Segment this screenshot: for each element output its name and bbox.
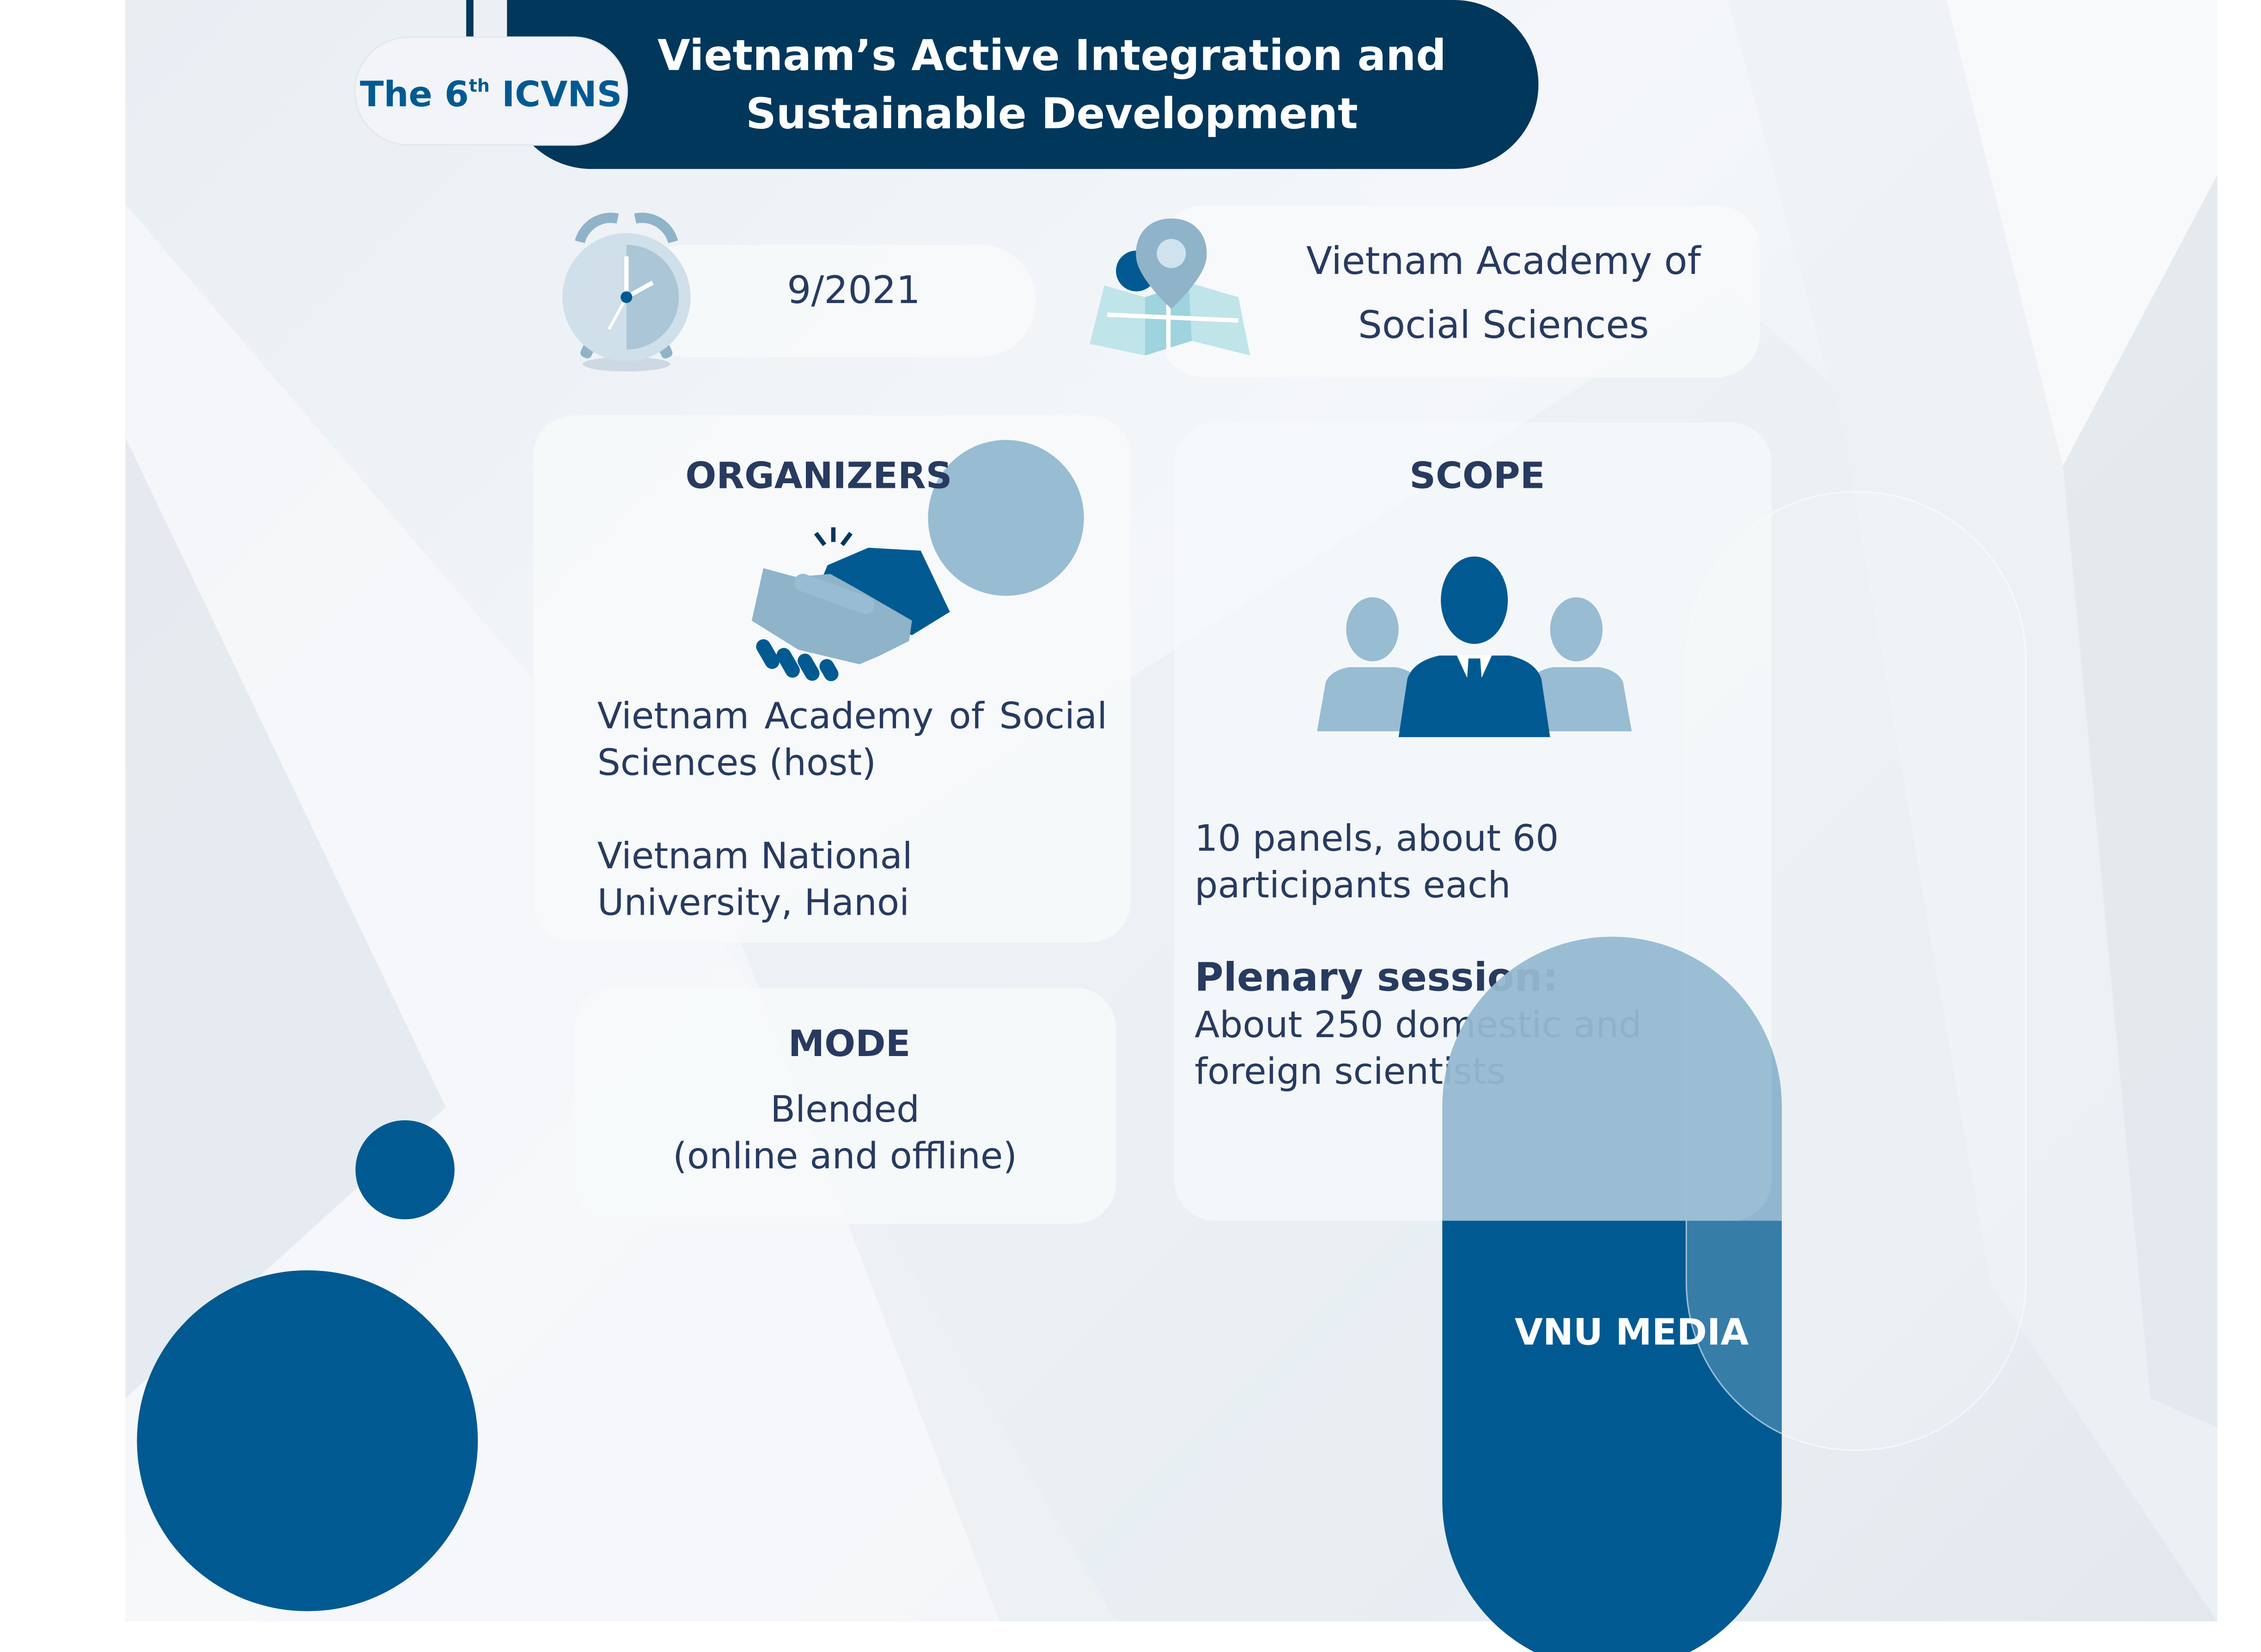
mode-heading: MODE: [788, 1022, 911, 1065]
handshake-icon: [751, 527, 950, 681]
badge-prefix: The 6: [360, 74, 469, 115]
people-group-icon: [1317, 556, 1632, 737]
venue-pill: [1159, 205, 1760, 377]
header-title-bar: [507, 0, 1539, 169]
header-title: Vietnam’s Active Integration and Sustain…: [583, 26, 1521, 143]
footer-credit: VNU MEDIA: [1514, 1311, 1749, 1354]
venue-line2: Social Sciences: [1358, 304, 1649, 348]
decor-pill-overlay: [1442, 936, 1782, 1221]
decor-circle-large: [137, 1270, 478, 1611]
decor-circle-small: [355, 1120, 455, 1220]
venue-text: Vietnam Academy of Social Sciences: [1256, 230, 1751, 358]
alarm-clock-icon: [562, 213, 691, 372]
conference-badge: The 6th ICVNS: [355, 37, 627, 145]
header-title-line1: Vietnam’s Active Integration and: [657, 30, 1446, 80]
decor-circle-organizers: [928, 440, 1084, 596]
conference-badge-label: The 6th ICVNS: [355, 64, 626, 117]
badge-sup: th: [469, 75, 490, 97]
date-pill: [629, 244, 1036, 357]
mode-line2: (online and offline): [673, 1135, 1018, 1177]
mode-text: Blended (online and offline): [574, 1087, 1116, 1180]
organizers-host: Vietnam Academy of Social Sciences (host…: [597, 695, 1108, 784]
map-pin-icon: [1090, 219, 1250, 356]
badge-suffix: ICVNS: [489, 74, 622, 115]
header-title-line2: Sustainable Development: [745, 89, 1358, 139]
mode-line1: Blended: [770, 1088, 920, 1131]
scope-heading: SCOPE: [1409, 454, 1545, 497]
header-tick: [466, 0, 474, 41]
organizers-heading: ORGANIZERS: [685, 454, 952, 497]
venue-line1: Vietnam Academy of: [1306, 240, 1701, 284]
date-text: 9/2021: [787, 269, 920, 313]
mode-card: [574, 988, 1116, 1224]
scope-panels: 10 panels, about 60 participants each: [1194, 817, 1559, 906]
organizers-co-organizer: Vietnam National University, Hanoi: [597, 834, 913, 924]
